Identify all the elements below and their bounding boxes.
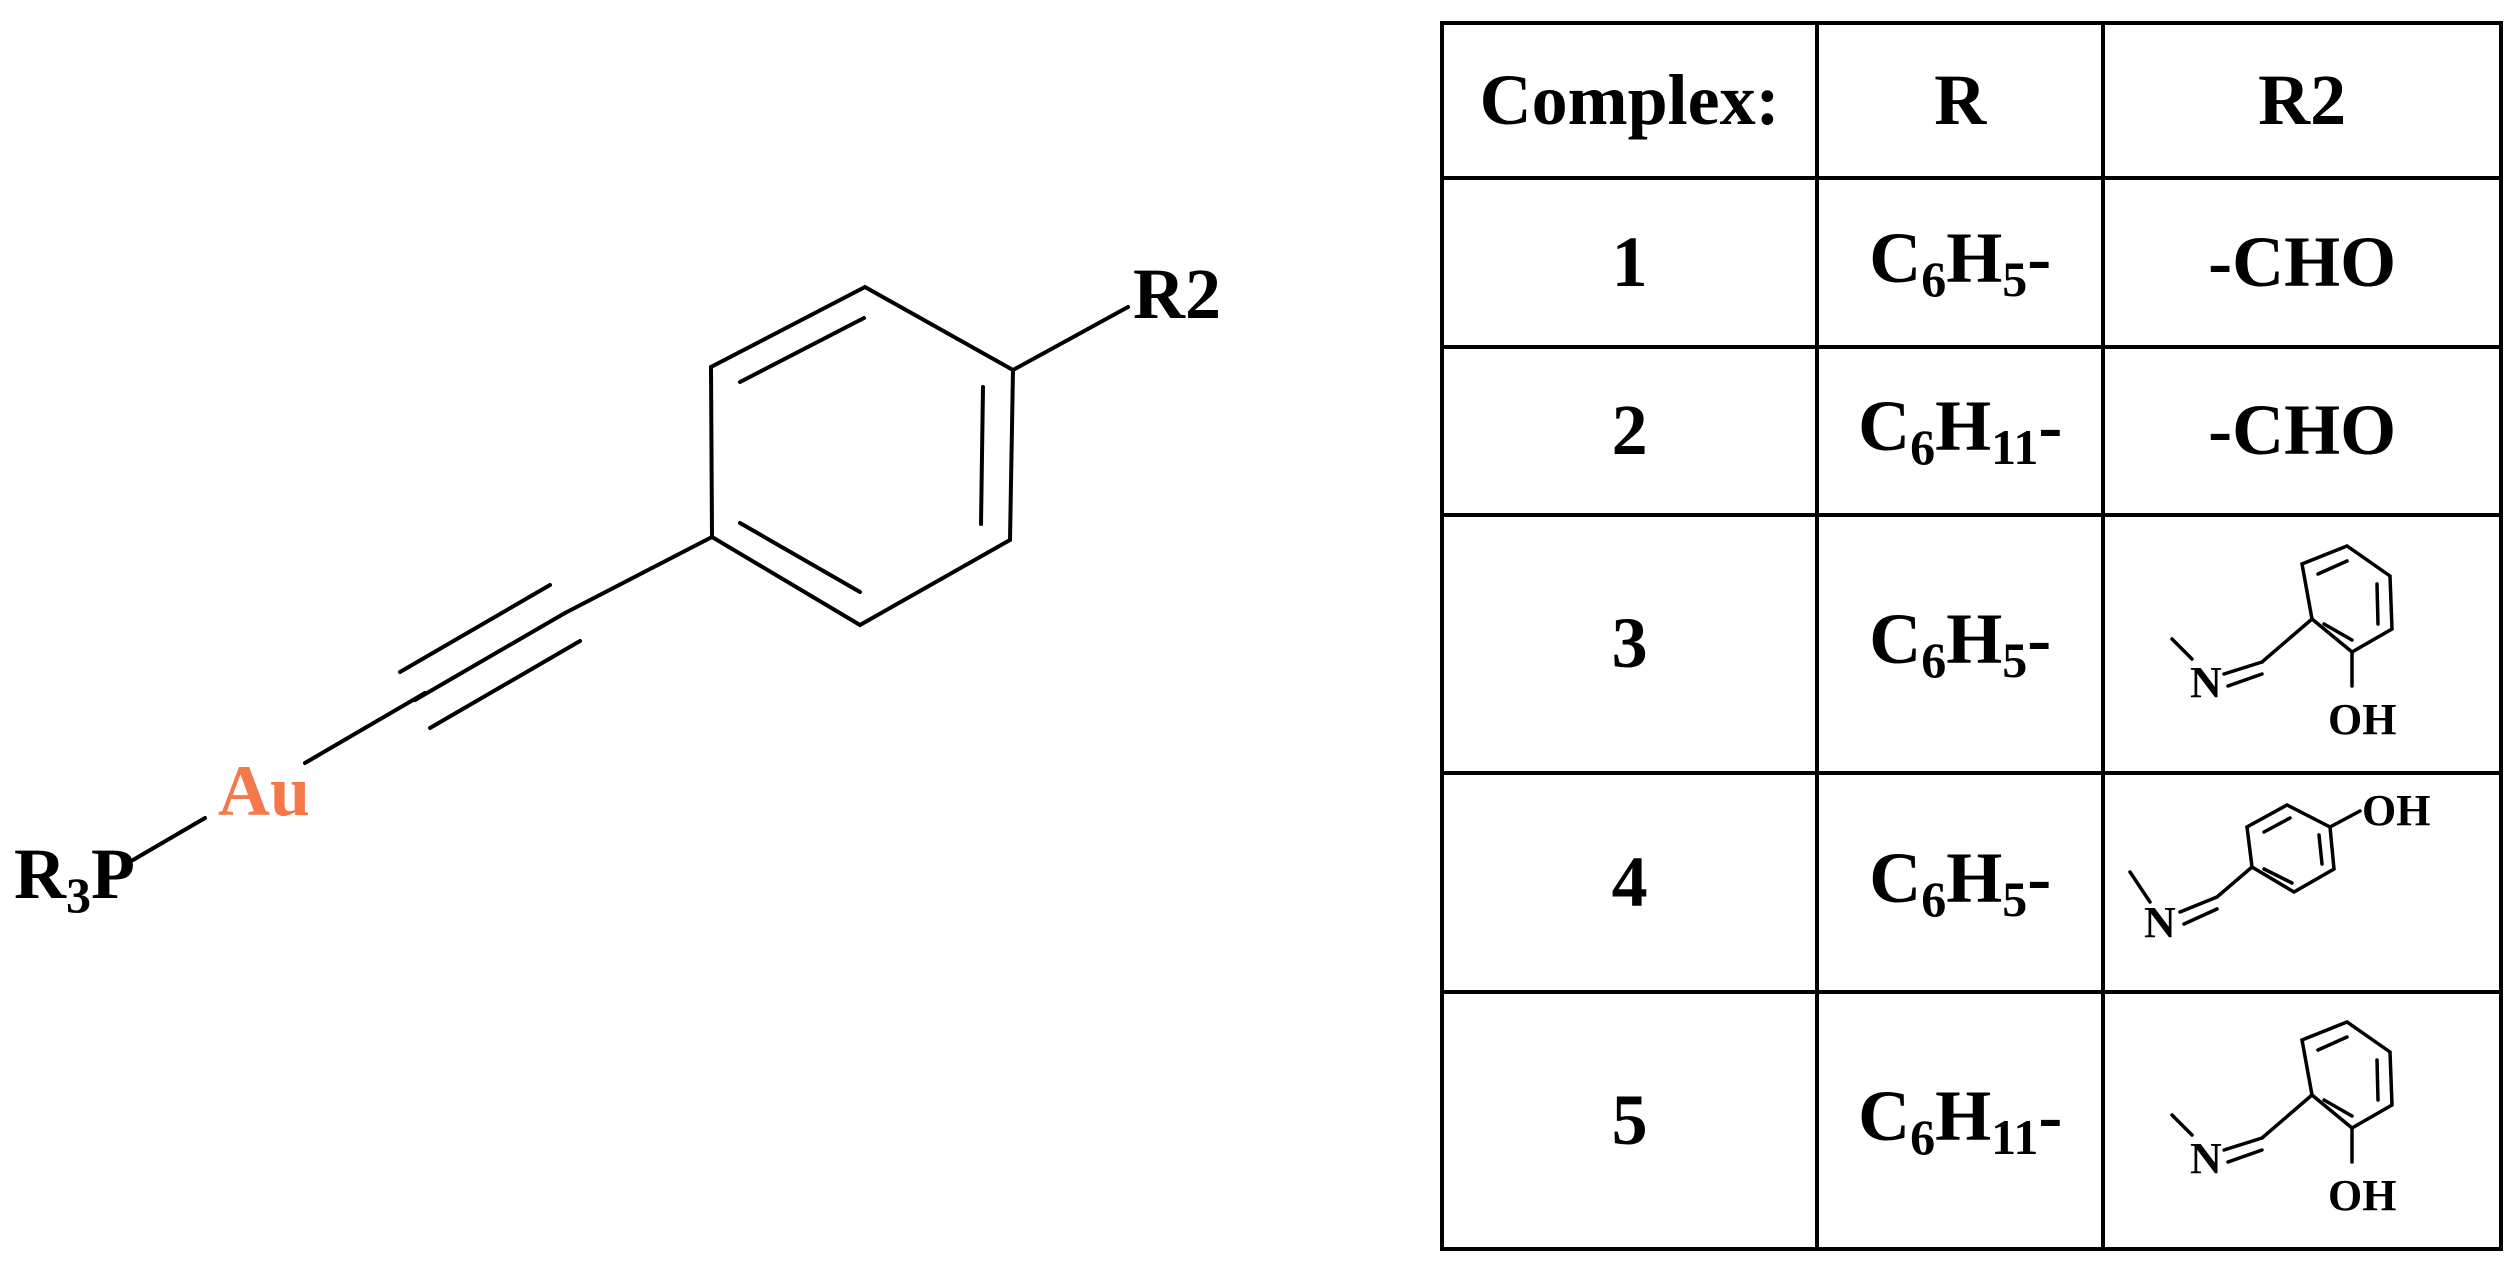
alkyne-triple-bond-upper bbox=[398, 583, 552, 674]
r2-group: -CHO bbox=[2101, 176, 2503, 349]
ring-double-bond-2 bbox=[979, 385, 985, 526]
r-group: C6H5- bbox=[1815, 512, 2106, 776]
au-c-bond bbox=[303, 691, 427, 765]
complex-number: 5 bbox=[1439, 989, 1820, 1252]
complex-number: 3 bbox=[1439, 512, 1820, 776]
table-row: 2 C6H11- -CHO bbox=[1439, 344, 2503, 517]
r-group: C6H5- bbox=[1815, 176, 2106, 349]
r2-group: N OH bbox=[2101, 989, 2503, 1252]
r2-group: N OH bbox=[2101, 771, 2503, 994]
header-r2: R2 bbox=[2101, 20, 2503, 181]
r2-substituent-label: R2 bbox=[1133, 254, 1221, 334]
r2-group: -CHO bbox=[2101, 344, 2503, 517]
ring-double-bond-3 bbox=[738, 521, 862, 594]
table-header-row: Complex: R R2 bbox=[1439, 20, 2503, 181]
header-r: R bbox=[1815, 20, 2106, 181]
r3p-label: R3P bbox=[14, 834, 135, 923]
table-row: 1 C6H5- -CHO bbox=[1439, 176, 2503, 349]
r-group: C6H5- bbox=[1815, 771, 2106, 994]
ring-r2-bond bbox=[1011, 305, 1130, 372]
table-row: 3 C6H5- N OH bbox=[1439, 512, 2503, 776]
para-hydroxy-imine-structure: N OH bbox=[2128, 787, 2431, 947]
p-au-bond bbox=[131, 816, 207, 862]
alkyne-triple-bond-lower bbox=[428, 639, 582, 730]
r-group: C6H11- bbox=[1815, 344, 2106, 517]
alkyne-aryl-bond bbox=[563, 535, 714, 615]
imine-n-label: N bbox=[2190, 658, 2222, 707]
header-complex: Complex: bbox=[1439, 20, 1820, 181]
benzene-ring bbox=[708, 284, 1016, 628]
hydroxy-label: OH bbox=[2328, 695, 2396, 744]
ortho-hydroxy-imine-structure: N OH bbox=[2170, 1020, 2397, 1220]
general-structure-diagram: R3P Au R2 bbox=[14, 254, 1221, 923]
imine-n-label: N bbox=[2190, 1134, 2222, 1183]
imine-n-label: N bbox=[2144, 898, 2176, 947]
ortho-hydroxy-imine-structure: N OH bbox=[2170, 544, 2397, 744]
r-group: C6H11- bbox=[1815, 989, 2106, 1252]
gold-atom-label: Au bbox=[218, 751, 310, 831]
hydroxy-label: OH bbox=[2362, 787, 2430, 835]
table-row: 5 C6H11- N OH bbox=[1439, 989, 2503, 1252]
table-row: 4 C6H5- N OH bbox=[1439, 771, 2503, 994]
complex-number: 4 bbox=[1439, 771, 1820, 994]
complex-table: Complex: R R2 1 C6H5- -CHO 2 C6H11- -CHO… bbox=[1439, 20, 2503, 1252]
complex-number: 1 bbox=[1439, 176, 1820, 349]
alkyne-triple-bond-center bbox=[413, 611, 567, 702]
complex-number: 2 bbox=[1439, 344, 1820, 517]
r2-group: N OH bbox=[2101, 512, 2503, 776]
ring-double-bond-1 bbox=[738, 316, 866, 384]
hydroxy-label: OH bbox=[2328, 1171, 2396, 1220]
